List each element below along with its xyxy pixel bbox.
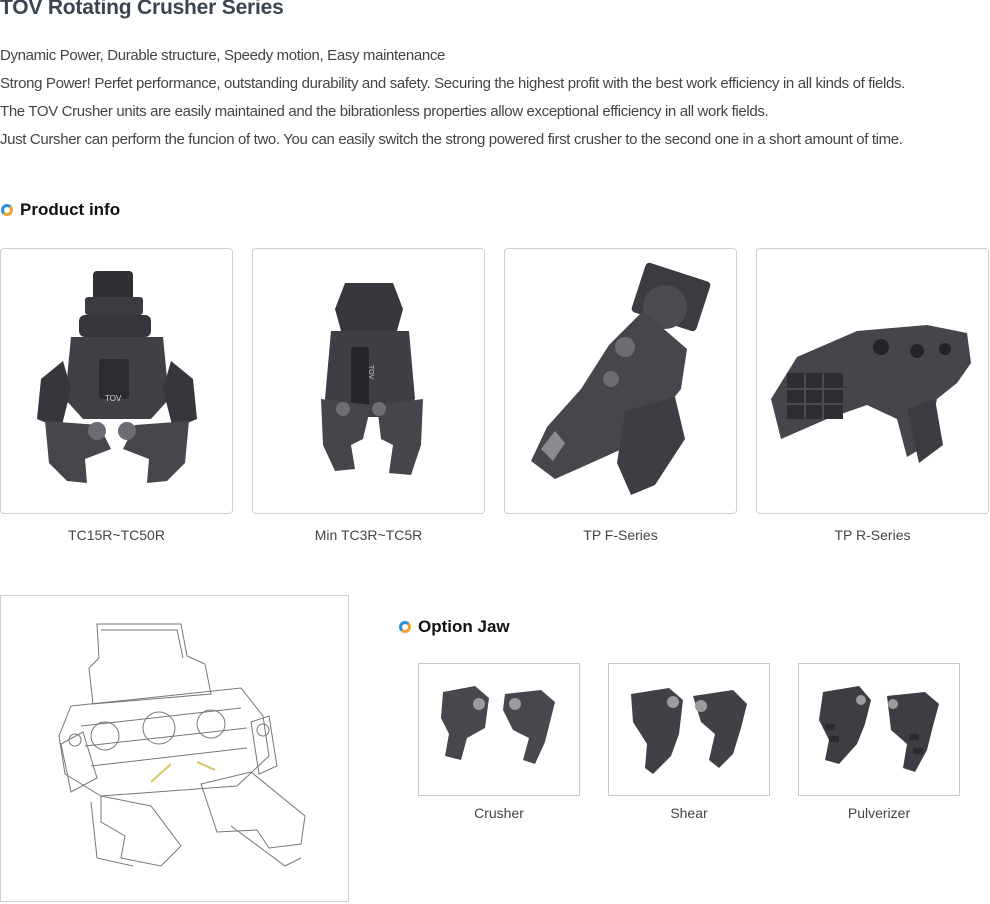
product-caption-tp-f[interactable]: TP F-Series: [583, 527, 658, 543]
svg-text:TOV: TOV: [105, 394, 122, 403]
product-caption-min-tc3r[interactable]: Min TC3R~TC5R: [314, 527, 423, 543]
pulverizer-r-image: [771, 325, 971, 463]
jaw-card-crusher[interactable]: [418, 663, 580, 796]
jaw-card-pulverizer[interactable]: [798, 663, 960, 796]
option-jaw-heading: Option Jaw: [399, 617, 510, 637]
jaw-caption-crusher[interactable]: Crusher: [474, 805, 524, 821]
crusher-line-drawing: [0, 595, 349, 902]
rotating-crusher-image: TOV: [37, 271, 197, 483]
jaw-caption-pulverizer[interactable]: Pulverizer: [847, 805, 911, 821]
intro-line-3: The TOV Crusher units are easily maintai…: [0, 103, 769, 120]
intro-line-2: Strong Power! Perfet performance, outsta…: [0, 75, 905, 92]
product-caption-tp-r[interactable]: TP R-Series: [834, 527, 911, 543]
product-caption-tc15r[interactable]: TC15R~TC50R: [68, 527, 165, 543]
intro-line-1: Dynamic Power, Durable structure, Speedy…: [0, 47, 445, 64]
product-info-heading: Product info: [1, 200, 120, 220]
intro-text: Dynamic Power, Durable structure, Speedy…: [0, 42, 990, 154]
mini-crusher-image: TOV: [321, 283, 423, 475]
pulverizer-f-image: [531, 262, 711, 495]
product-card-tc15r[interactable]: TOV: [0, 248, 233, 514]
page-title: TOV Rotating Crusher Series: [0, 0, 284, 19]
crusher-jaw-image: [441, 686, 555, 764]
svg-text:TOV: TOV: [367, 365, 374, 380]
jaw-caption-shear[interactable]: Shear: [670, 805, 708, 821]
bullet-ring-icon: [1, 204, 13, 216]
shear-jaw-image: [631, 688, 747, 774]
pulverizer-jaw-image: [819, 686, 939, 772]
jaw-card-shear[interactable]: [608, 663, 770, 796]
crusher-wireframe-image: [58, 623, 306, 867]
product-card-min-tc3r[interactable]: TOV: [252, 248, 485, 514]
intro-line-4: Just Cursher can perform the funcion of …: [0, 131, 903, 148]
product-card-tp-r[interactable]: [756, 248, 989, 514]
bullet-ring-icon: [399, 621, 411, 633]
product-card-tp-f[interactable]: [504, 248, 737, 514]
